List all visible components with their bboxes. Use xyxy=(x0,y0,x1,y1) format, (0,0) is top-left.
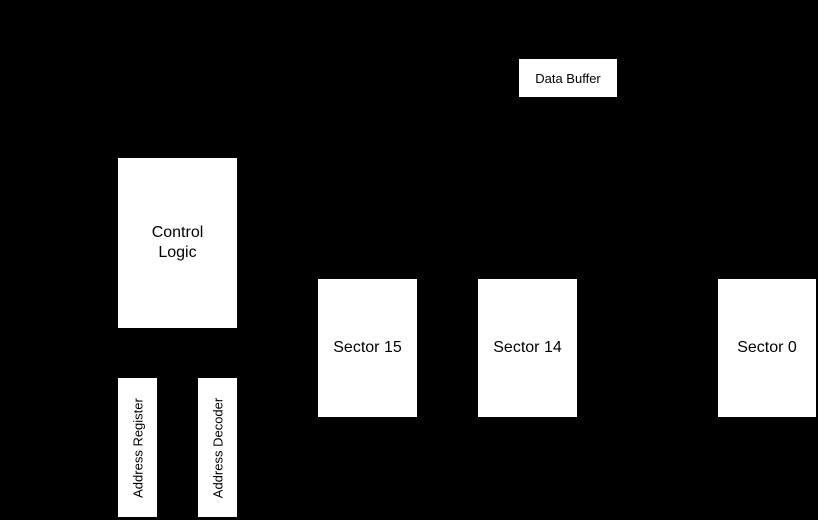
sector-15-node: Sector 15 xyxy=(318,279,417,417)
sector-14-label: Sector 14 xyxy=(493,339,562,356)
sector-14-node: Sector 14 xyxy=(478,279,577,417)
control-logic-node: Control Logic xyxy=(118,158,237,328)
address-register-label: Address Register xyxy=(130,397,145,498)
sector-0-label: Sector 0 xyxy=(737,339,797,356)
address-decoder-label: Address Decoder xyxy=(210,397,225,498)
data-buffer-label: Data Buffer xyxy=(535,70,601,86)
control-logic-label: Control Logic xyxy=(151,224,204,261)
address-decoder-node: Address Decoder xyxy=(198,378,237,517)
data-buffer-node: Data Buffer xyxy=(519,59,617,97)
address-register-node: Address Register xyxy=(118,378,157,517)
sector-0-node: Sector 0 xyxy=(718,279,816,417)
sector-15-label: Sector 15 xyxy=(333,339,402,356)
